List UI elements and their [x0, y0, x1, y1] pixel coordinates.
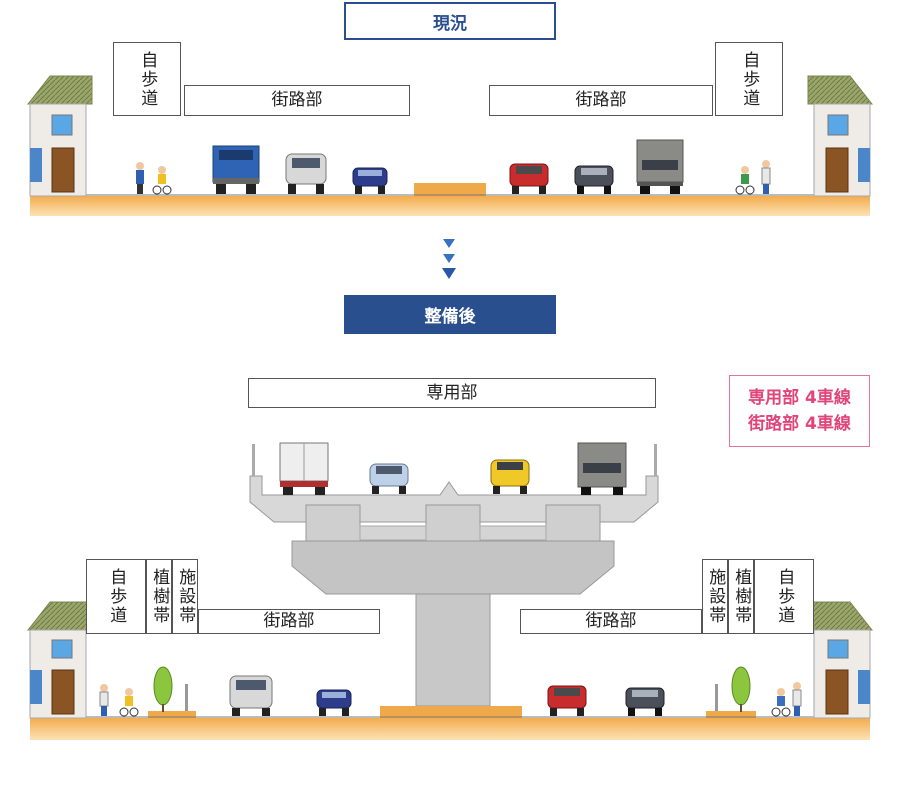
cyclist-icon	[119, 688, 139, 717]
before-sidewalk-label-left: 自歩道	[113, 42, 181, 116]
tree-icon	[731, 666, 751, 712]
truck-icon	[636, 139, 684, 194]
truck-icon	[577, 442, 627, 495]
note-line-elevated: 専用部 4車線	[748, 387, 851, 408]
truck-icon	[212, 145, 260, 194]
after-planting-label-right: 植樹帯	[728, 559, 754, 634]
pedestrian-icon	[99, 684, 109, 716]
before-title: 現況	[344, 2, 556, 40]
note-line-street: 街路部 4車線	[748, 414, 851, 434]
cyclist-icon	[771, 688, 791, 717]
car-icon	[229, 675, 273, 716]
car-icon	[369, 463, 409, 494]
car-icon	[285, 153, 327, 194]
before-sidewalk-label-right: 自歩道	[715, 42, 783, 116]
tree-icon	[153, 666, 173, 712]
after-road-label-right: 街路部	[520, 609, 702, 634]
elevated-viaduct	[249, 444, 659, 707]
before-ground	[30, 183, 870, 216]
car-icon	[316, 689, 352, 716]
before-title-text: 現況	[433, 13, 467, 34]
house-icon	[807, 601, 874, 719]
house-icon	[807, 75, 874, 197]
after-sidewalk-label-right: 自歩道	[754, 559, 814, 634]
before-road-label-left: 街路部	[184, 85, 410, 116]
car-icon	[547, 685, 587, 716]
car-icon	[490, 459, 530, 494]
after-facility-label-left: 施設帯	[172, 559, 198, 634]
house-icon	[26, 601, 93, 719]
lane-count-note: 専用部 4車線 街路部 4車線	[729, 375, 870, 447]
cyclist-icon	[152, 166, 172, 195]
after-title: 整備後	[344, 295, 556, 334]
before-road-label-right: 街路部	[489, 85, 713, 116]
cyclist-icon	[735, 166, 755, 195]
pedestrian-icon	[136, 162, 144, 194]
down-arrow-icon	[442, 239, 456, 279]
pedestrian-icon	[792, 682, 802, 716]
after-elevated-label: 専用部	[248, 378, 656, 408]
after-road-label-left: 街路部	[198, 609, 380, 634]
after-planting-label-left: 植樹帯	[146, 559, 172, 634]
after-title-text: 整備後	[424, 307, 476, 327]
car-icon	[625, 687, 665, 716]
pedestrian-icon	[761, 160, 771, 194]
car-icon	[574, 165, 614, 194]
after-ground	[30, 706, 870, 740]
house-icon	[26, 75, 93, 197]
car-icon	[509, 163, 549, 194]
truck-icon	[279, 442, 329, 495]
facility-post-icon	[185, 684, 718, 711]
car-icon	[352, 167, 388, 194]
after-sidewalk-label-left: 自歩道	[86, 559, 146, 634]
after-facility-label-right: 施設帯	[702, 559, 728, 634]
